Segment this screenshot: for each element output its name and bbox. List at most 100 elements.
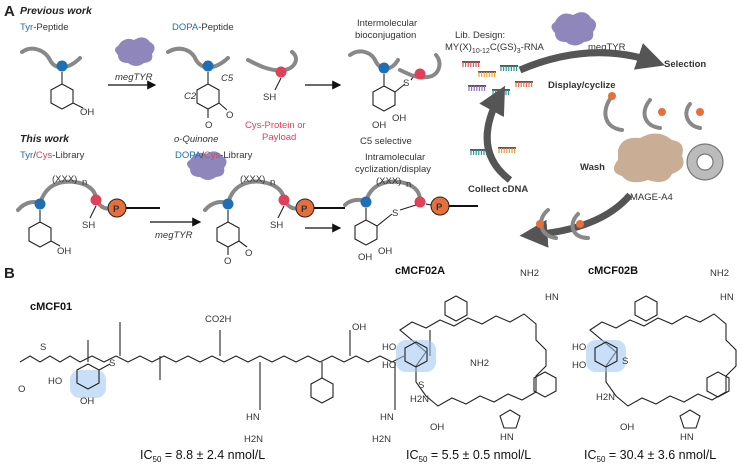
svg-text:S: S xyxy=(392,208,398,219)
cys-payload-structure: SH xyxy=(246,50,298,103)
svg-text:S: S xyxy=(622,356,628,367)
cyclization-display-label: cyclization/display xyxy=(355,164,431,175)
svg-text:O: O xyxy=(224,256,231,267)
rna-barcode-icon xyxy=(500,65,518,71)
svg-text:H2N: H2N xyxy=(596,392,615,403)
eluted-peptides xyxy=(536,208,590,240)
tyr-peptide-label: Tyr-Peptide xyxy=(20,22,69,33)
svg-text:SH: SH xyxy=(263,92,276,103)
svg-text:HO: HO xyxy=(382,342,396,353)
rna-barcode-icon xyxy=(515,81,533,87)
megtyr-label-3: megTYR xyxy=(588,42,626,53)
peptide-name-cmcf02a: cMCF02A xyxy=(395,265,445,277)
svg-text:OH: OH xyxy=(430,422,444,433)
o-quinone-structure: O O xyxy=(166,46,233,131)
ic50-cmcf02b: IC50 = 30.4 ± 3.6 nmol/L xyxy=(584,448,716,464)
svg-text:OH: OH xyxy=(352,322,366,333)
lib-design-label: Lib. Design: xyxy=(455,30,505,41)
svg-text:HO: HO xyxy=(382,360,396,371)
tyr-peptide-structure: OH xyxy=(20,46,94,118)
svg-text:OH: OH xyxy=(620,422,634,433)
ic50-cmcf01: IC50 = 8.8 ± 2.4 nmol/L xyxy=(140,448,265,464)
cmcf02a-structure: HO HO S NH2 HN H2N HN OH xyxy=(382,268,559,443)
c5-label: C5 xyxy=(221,73,234,84)
display-cyclize-label: Display/cyclize xyxy=(548,80,616,91)
ic50-cmcf02a: IC50 = 5.5 ± 0.5 nmol/L xyxy=(406,448,531,464)
svg-text:H2N: H2N xyxy=(372,434,391,445)
bioconjugation-label: bioconjugation xyxy=(355,30,416,41)
svg-text:OH: OH xyxy=(80,396,94,407)
svg-text:NH2: NH2 xyxy=(710,268,729,279)
rna-barcode-icon xyxy=(462,61,480,67)
intramolecular-label: Intramolecular xyxy=(365,152,425,163)
panel-label-b: B xyxy=(4,265,15,282)
svg-text:O: O xyxy=(245,248,252,259)
svg-text:NH2: NH2 xyxy=(470,358,489,369)
svg-text:(XXX): (XXX) xyxy=(240,174,265,185)
svg-text:HO: HO xyxy=(572,342,586,353)
c2-label: C2 xyxy=(184,91,197,102)
rna-barcode-icon xyxy=(468,85,486,91)
svg-text:OH: OH xyxy=(80,107,94,118)
svg-text:S: S xyxy=(418,380,424,391)
dopa-cys-library-label: DOPA/Cys-Library xyxy=(175,150,253,161)
svg-text:P: P xyxy=(113,204,120,215)
svg-text:NH2: NH2 xyxy=(520,268,539,279)
svg-text:HN: HN xyxy=(500,432,514,443)
cmcf01-structure: S HO OH S O CO2H HN H2N OH HN H2N NH2 xyxy=(18,314,489,445)
svg-text:n: n xyxy=(270,177,275,188)
mage-a4-target xyxy=(613,133,724,183)
megtyr-enzyme-icon xyxy=(115,37,155,66)
megtyr-enzyme-icon-3 xyxy=(551,12,597,46)
svg-text:HO: HO xyxy=(48,376,62,387)
svg-text:n: n xyxy=(406,179,411,190)
rna-barcode-icon xyxy=(478,71,496,77)
svg-text:OH: OH xyxy=(358,252,372,263)
svg-text:O: O xyxy=(18,384,25,395)
svg-text:OH: OH xyxy=(378,246,392,257)
megtyr-label-1: megTYR xyxy=(115,72,153,83)
cys-protein-label: Cys-Protein or xyxy=(245,120,306,131)
dopa-cys-library-structure: (XXX) n O O SH P xyxy=(203,174,345,267)
cmcf02b-structure: HO HO S NH2 HN H2N HN OH xyxy=(572,268,737,443)
o-quinone-label: o-Quinone xyxy=(174,134,218,145)
svg-text:HO: HO xyxy=(572,360,586,371)
this-work-heading: This work xyxy=(20,133,70,145)
svg-text:P: P xyxy=(301,204,308,215)
peptide-name-cmcf02b: cMCF02B xyxy=(588,265,638,277)
svg-text:SH: SH xyxy=(270,220,283,231)
svg-text:S: S xyxy=(40,342,46,353)
rna-barcode-icon xyxy=(498,147,516,153)
peptide-name-cmcf01: cMCF01 xyxy=(30,301,72,313)
previous-work-heading: Previous work xyxy=(20,5,93,17)
svg-text:P: P xyxy=(436,202,443,213)
svg-text:H2N: H2N xyxy=(244,434,263,445)
svg-text:H2N: H2N xyxy=(410,394,429,405)
c5-selective-label: C5 selective xyxy=(360,136,412,147)
collect-cdna-label: Collect cDNA xyxy=(468,184,528,195)
mage-a4-label: MAGE-A4 xyxy=(630,192,673,203)
svg-text:(XXX): (XXX) xyxy=(52,174,77,185)
intermolecular-label: Intermolecular xyxy=(357,18,417,29)
svg-text:OH: OH xyxy=(372,120,386,131)
svg-text:HN: HN xyxy=(680,432,694,443)
selection-label: Selection xyxy=(664,59,706,70)
lib-design-sequence: MY(X)10-12C(GS)3-RNA xyxy=(445,42,545,55)
wash-label: Wash xyxy=(580,162,605,173)
dopa-peptide-label: DOPA-Peptide xyxy=(172,22,234,33)
svg-text:(XXX): (XXX) xyxy=(376,176,401,187)
svg-text:CO2H: CO2H xyxy=(205,314,232,325)
svg-text:SH: SH xyxy=(82,220,95,231)
megtyr-label-2: megTYR xyxy=(155,230,193,241)
svg-text:O: O xyxy=(226,110,233,121)
svg-text:S: S xyxy=(403,78,409,89)
megtyr-enzyme-icon-2 xyxy=(187,151,227,180)
svg-text:O: O xyxy=(205,120,212,131)
cyclized-product-structure: (XXX) n S OH OH P xyxy=(343,176,478,263)
svg-text:OH: OH xyxy=(57,246,71,257)
svg-text:OH: OH xyxy=(392,113,406,124)
arrow-to-selection xyxy=(518,43,665,74)
tyr-cys-library-structure: (XXX) n OH SH P xyxy=(16,174,160,257)
tyr-cys-library-label: Tyr/Cys-Library xyxy=(20,150,85,161)
